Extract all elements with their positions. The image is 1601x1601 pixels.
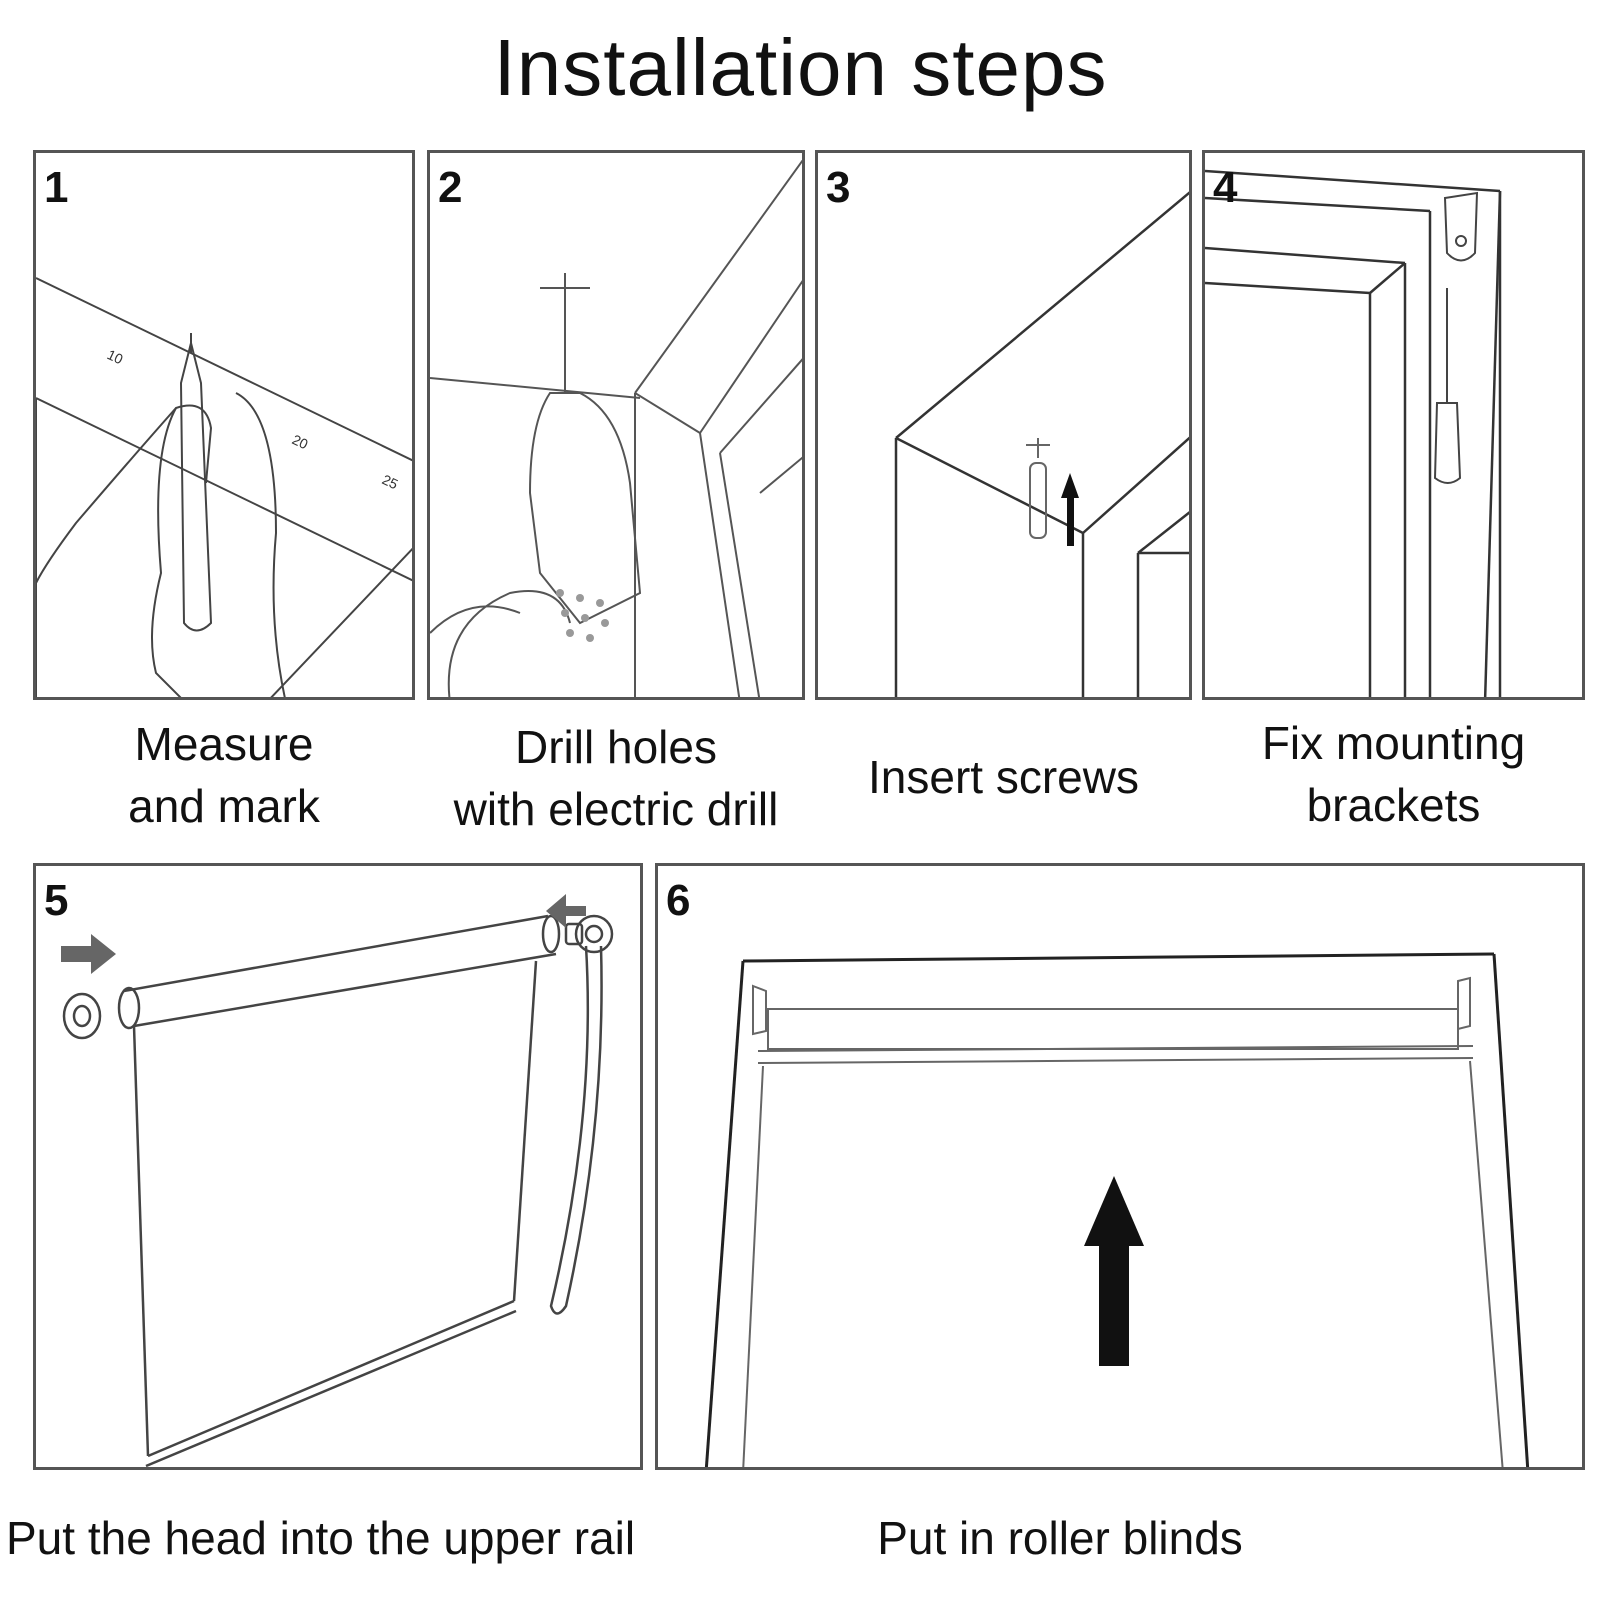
step-4-number: 4 (1213, 163, 1238, 212)
step-6-number: 6 (666, 876, 691, 925)
step-1-number: 1 (44, 163, 69, 212)
step-3-caption-line-1: Insert screws (868, 751, 1139, 803)
wall-plug-screw-icon (894, 191, 1189, 697)
bracket-screwdriver-icon (1205, 169, 1502, 697)
step-2-caption-line-2: with electric drill (453, 783, 779, 835)
step-2-number: 2 (438, 163, 463, 212)
roller-blind-chain-icon (61, 894, 614, 1467)
step-6-caption-line-1: Put in roller blinds (877, 1512, 1243, 1564)
step-1-panel: 10 20 25 1 (33, 150, 415, 700)
step-1-caption: Measure and mark (33, 713, 415, 837)
step-1-caption-line-1: Measure (134, 718, 314, 770)
step-5-panel: 5 (33, 863, 643, 1470)
step-5-caption-line-1: Put the head into the upper rail (6, 1512, 636, 1564)
step-2-panel: 2 (427, 150, 805, 700)
step-6-panel: 6 (655, 863, 1585, 1470)
ruler-pencil-hand-icon: 10 20 25 (36, 277, 412, 697)
step-4-caption-line-2: brackets (1306, 779, 1481, 831)
ruler-mark-10: 10 (105, 346, 126, 367)
step-4-caption-line-1: Fix mounting (1261, 717, 1526, 769)
step-2-caption: Drill holes with electric drill (417, 716, 815, 840)
step-4-panel: 4 (1202, 150, 1585, 700)
ruler-mark-20: 20 (290, 431, 311, 452)
step-3-caption: Insert screws (815, 746, 1192, 808)
step-3-panel: 3 (815, 150, 1192, 700)
step-1-caption-line-2: and mark (128, 780, 320, 832)
step-4-caption: Fix mounting brackets (1202, 712, 1585, 836)
window-frame-blind-icon (704, 952, 1530, 1467)
electric-drill-icon (430, 159, 802, 697)
step-2-caption-line-1: Drill holes (515, 721, 717, 773)
ruler-mark-25: 25 (380, 471, 401, 492)
step-5-caption: Put the head into the upper rail (0, 1507, 700, 1569)
page-title: Installation steps (493, 23, 1108, 112)
step-6-caption: Put in roller blinds (780, 1507, 1340, 1569)
step-3-number: 3 (826, 163, 851, 212)
step-5-number: 5 (44, 876, 69, 925)
